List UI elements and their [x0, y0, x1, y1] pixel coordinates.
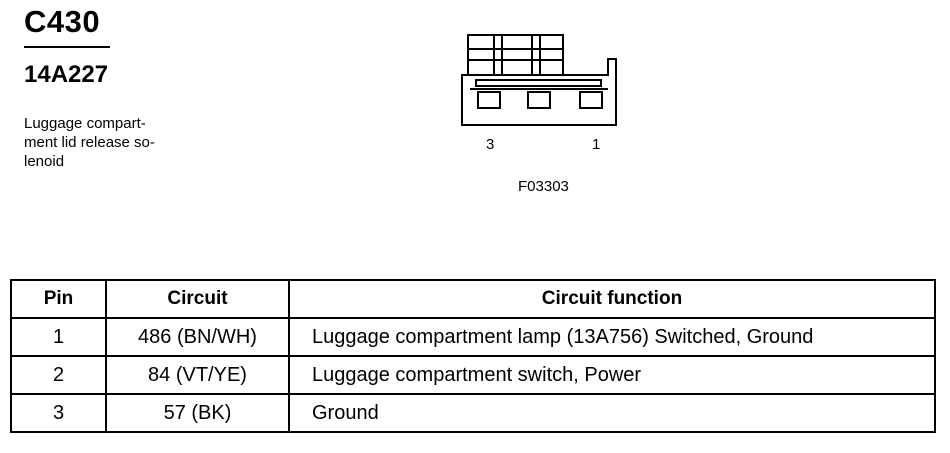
- figure-code: F03303: [518, 178, 569, 195]
- cell-circuit-function: Luggage compartment switch, Power: [288, 355, 936, 395]
- table-row: 2 84 (VT/YE) Luggage compartment switch,…: [10, 355, 936, 395]
- header-circuit-function: Circuit function: [288, 279, 936, 319]
- table-header-row: Pin Circuit Circuit function: [10, 279, 936, 319]
- cell-circuit: 84 (VT/YE): [105, 355, 290, 395]
- terminal-cavity-1: [579, 91, 603, 109]
- connector-rail: [475, 79, 602, 87]
- description-line: ment lid release so-: [24, 134, 155, 151]
- cell-pin: 1: [10, 317, 107, 357]
- table-row: 3 57 (BK) Ground: [10, 393, 936, 433]
- cell-pin: 2: [10, 355, 107, 395]
- cell-circuit-function: Ground: [288, 393, 936, 433]
- component-description: Luggage compart- ment lid release so- le…: [24, 114, 194, 171]
- connector-latch-block: [467, 34, 564, 79]
- terminal-cavity-2: [527, 91, 551, 109]
- part-number: 14A227: [24, 61, 109, 88]
- header-circuit: Circuit: [105, 279, 290, 319]
- table-row: 1 486 (BN/WH) Luggage compartment lamp (…: [10, 317, 936, 357]
- connector-id: C430: [24, 4, 101, 39]
- cell-pin: 3: [10, 393, 107, 433]
- title-underline: [24, 46, 110, 48]
- terminal-cavity-3: [477, 91, 501, 109]
- cell-circuit: 486 (BN/WH): [105, 317, 290, 357]
- cell-circuit: 57 (BK): [105, 393, 290, 433]
- cell-circuit-function: Luggage compartment lamp (13A756) Switch…: [288, 317, 936, 357]
- connector-face-diagram: [461, 34, 617, 126]
- pinout-table: Pin Circuit Circuit function 1 486 (BN/W…: [10, 279, 936, 433]
- pin-label-1: 1: [592, 136, 601, 153]
- header-pin: Pin: [10, 279, 107, 319]
- pin-label-3: 3: [486, 136, 495, 153]
- description-line: lenoid: [24, 153, 65, 170]
- description-line: Luggage compart-: [24, 115, 146, 132]
